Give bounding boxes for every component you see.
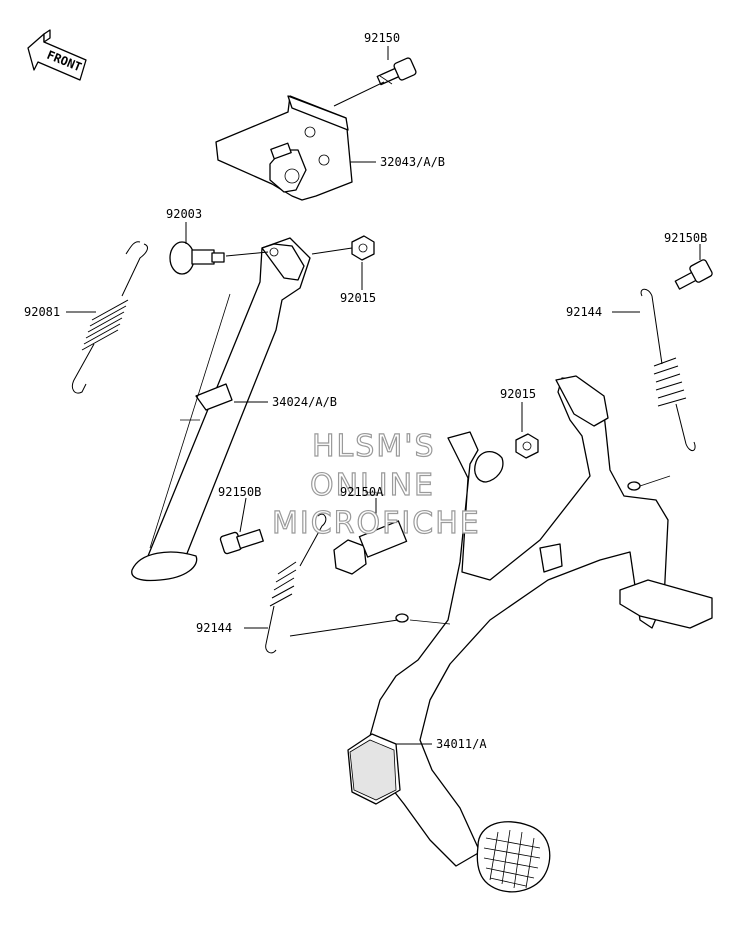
spring-92144-left (265, 513, 327, 654)
side-stand-34024 (131, 237, 311, 582)
nut-92015-left (351, 235, 375, 261)
bracket-32043 (215, 95, 353, 201)
watermark: HLSM'S ONLINE MICROFICHE (271, 428, 481, 541)
watermark-line-3: MICROFICHE (272, 506, 481, 541)
label-92150b-left: 92150B (218, 485, 261, 499)
label-92081: 92081 (24, 305, 60, 319)
label-92015-right: 92015 (500, 387, 536, 401)
label-34024: 34024/A/B (272, 395, 337, 409)
spring-92081 (71, 241, 148, 394)
leader-lines (66, 46, 701, 745)
label-92144-right: 92144 (566, 305, 602, 319)
part-labels: 92150 32043/A/B 92003 92015 92081 34024/… (24, 31, 707, 751)
bolt-92150b-right (674, 259, 713, 290)
spring-92144-right (640, 288, 696, 451)
bolt-92150b-left (219, 528, 264, 555)
front-arrow-icon: FRONT (27, 29, 87, 81)
watermark-line-1: HLSM'S (312, 429, 436, 464)
bolt-92150 (376, 57, 417, 86)
label-92003: 92003 (166, 207, 202, 221)
label-92015-left: 92015 (340, 291, 376, 305)
label-92150: 92150 (364, 31, 400, 45)
label-92144-left: 92144 (196, 621, 232, 635)
label-92150a: 92150A (340, 485, 384, 499)
label-92150b-right: 92150B (664, 231, 707, 245)
bolt-92150a (333, 520, 408, 575)
nut-92015-right (515, 433, 539, 459)
center-stand-34011 (347, 375, 713, 893)
watermark-line-2: ONLINE (310, 468, 435, 503)
label-32043: 32043/A/B (380, 155, 445, 169)
bolt-92003 (169, 241, 225, 275)
label-34011: 34011/A (436, 737, 487, 751)
